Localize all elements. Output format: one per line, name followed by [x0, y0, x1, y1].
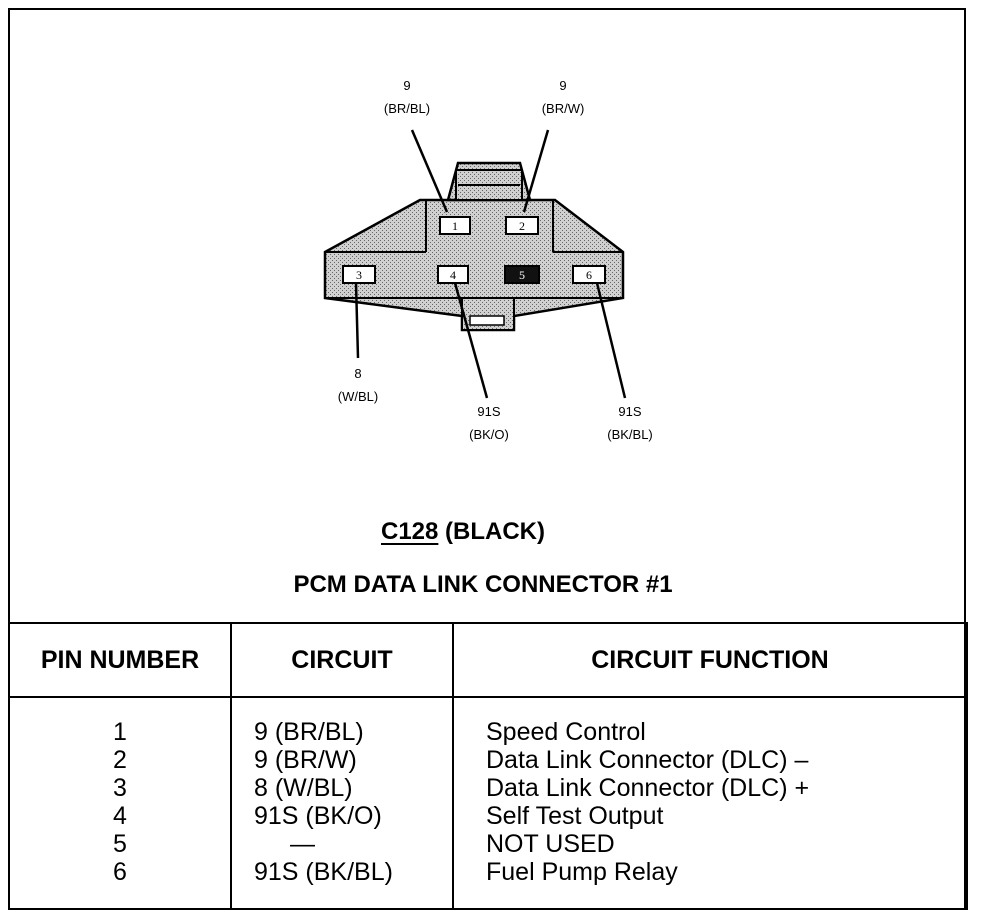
svg-text:4: 4: [450, 268, 456, 282]
wire-circuit: 9: [559, 78, 567, 93]
pin-number: 5: [113, 830, 127, 858]
wire-label-pin-2: 9 (BR/W): [523, 74, 603, 120]
leader-pin-3: [354, 282, 360, 359]
wire-label-pin-6: 91S (BK/BL): [590, 400, 670, 446]
wire-color: (BK/BL): [607, 427, 653, 442]
pin-number: 6: [113, 858, 127, 886]
header-pin-number: PIN NUMBER: [8, 622, 232, 698]
pin-number: 3: [113, 774, 127, 802]
circuit-value: 9 (BR/BL): [254, 718, 364, 746]
header-circuit-function: CIRCUIT FUNCTION: [452, 622, 968, 698]
wire-circuit: 91S: [477, 404, 501, 419]
svg-text:2: 2: [519, 219, 525, 233]
wire-circuit: 91S: [618, 404, 642, 419]
connector-body: [323, 161, 625, 332]
circuit-function: Data Link Connector (DLC) +: [486, 774, 810, 802]
wire-label-pin-1: 9 (BR/BL): [367, 74, 447, 120]
svg-text:1: 1: [452, 219, 458, 233]
svg-text:5: 5: [519, 268, 525, 282]
leader-pin-2: [522, 129, 550, 213]
pin-table-header: PIN NUMBER CIRCUIT CIRCUIT FUNCTION: [8, 622, 968, 698]
circuit-value: 9 (BR/W): [254, 746, 357, 774]
wire-label-pin-3: 8 (W/BL): [318, 362, 398, 408]
circuit-function: Self Test Output: [486, 802, 664, 830]
leader-pin-6: [595, 282, 627, 399]
circuit-function: Data Link Connector (DLC) –: [486, 746, 809, 774]
header-circuit: CIRCUIT: [230, 622, 454, 698]
wire-circuit: 8: [354, 366, 362, 381]
circuit-column: 9 (BR/BL) 9 (BR/W) 8 (W/BL) 91S (BK/O) —…: [230, 697, 454, 910]
circuit-value: —: [290, 830, 315, 858]
connector-id-caption: C128 (BLACK): [0, 518, 926, 546]
pin-number: 2: [113, 746, 127, 774]
circuit-function-column: Speed Control Data Link Connector (DLC) …: [452, 697, 968, 910]
wire-color: (BR/W): [541, 101, 585, 116]
wire-color: (BK/O): [469, 427, 509, 442]
connector-id: C128: [380, 518, 439, 545]
pin-table: PIN NUMBER CIRCUIT CIRCUIT FUNCTION 1 2 …: [8, 622, 968, 910]
wire-label-pin-4: 91S (BK/O): [449, 400, 529, 446]
cavity-2: 2: [505, 216, 539, 235]
connector-name: PCM DATA LINK CONNECTOR #1: [293, 571, 673, 598]
cavity-4: 4: [437, 265, 469, 284]
leader-pin-4: [453, 282, 489, 399]
pin-number: 4: [113, 802, 127, 830]
circuit-value: 91S (BK/O): [254, 802, 382, 830]
leader-pin-1: [410, 129, 449, 213]
wire-color: (BR/BL): [383, 101, 431, 116]
circuit-value: 91S (BK/BL): [254, 858, 393, 886]
diagram-frame: [8, 8, 966, 910]
cavity-5: 5: [504, 265, 540, 284]
wire-circuit: 9: [403, 78, 411, 93]
svg-text:3: 3: [356, 268, 362, 282]
cavity-6: 6: [572, 265, 606, 284]
connector-diagram: 1 2 3 4 5 6: [323, 129, 627, 399]
connector-color: (BLACK): [445, 518, 546, 545]
circuit-function: NOT USED: [486, 830, 615, 858]
svg-text:6: 6: [586, 268, 592, 282]
wire-color: (W/BL): [337, 389, 379, 404]
pin-number-column: 1 2 3 4 5 6: [8, 697, 232, 910]
circuit-value: 8 (W/BL): [254, 774, 353, 802]
cavity-3: 3: [342, 265, 376, 284]
pin-number: 1: [113, 718, 127, 746]
pin-table-body: 1 2 3 4 5 6 9 (BR/BL) 9 (BR/W) 8 (W/BL) …: [8, 697, 968, 910]
circuit-function: Speed Control: [486, 718, 646, 746]
cavity-1: 1: [439, 216, 471, 235]
circuit-function: Fuel Pump Relay: [486, 858, 678, 886]
